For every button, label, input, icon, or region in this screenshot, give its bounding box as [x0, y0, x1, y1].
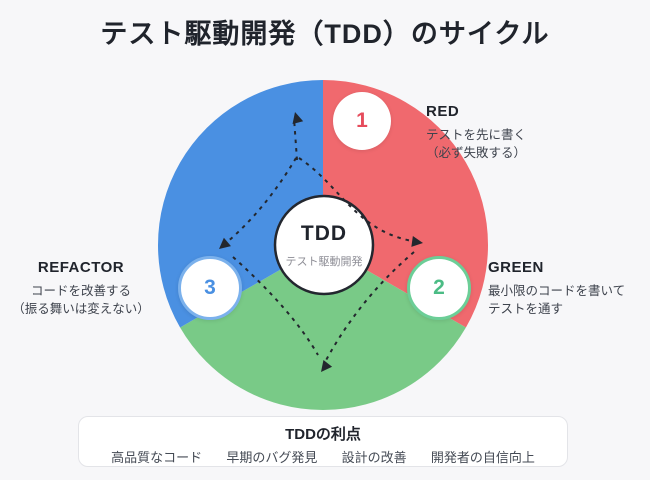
phase-desc-refactor-line2: （振る舞いは変えない）	[12, 302, 150, 316]
step-circle-2: 2	[407, 256, 471, 320]
phase-name-green: GREEN	[488, 259, 544, 276]
arrowhead-right-icon	[411, 236, 423, 247]
benefits-card: TDDの利点 高品質なコード 早期のバグ発見 設計の改善 開発者の自信向上	[78, 416, 568, 467]
arrowhead-top-icon	[292, 112, 304, 125]
arrow-path-green-down	[323, 251, 415, 365]
benefit-item-early-bugs: 早期のバグ発見	[226, 450, 318, 465]
phase-name-refactor: REFACTOR	[37, 259, 125, 276]
phase-desc-red-line1: テストを先に書く	[426, 128, 527, 142]
step-number-1: 1	[356, 109, 368, 132]
page-title: テスト駆動開発（TDD）のサイクル	[100, 19, 550, 49]
benefits-items: 高品質なコード 早期のバグ発見 設計の改善 開発者の自信向上	[79, 447, 567, 466]
phase-desc-red-line2: （必ず失敗する）	[426, 146, 527, 160]
phase-desc-refactor: コードを改善する （振る舞いは変えない）	[10, 282, 152, 318]
sector-green	[180, 245, 466, 411]
arrowhead-left-icon	[219, 237, 231, 249]
phase-label-refactor: REFACTOR コードを改善する （振る舞いは変えない）	[10, 259, 152, 318]
arrowhead-bottom-icon	[321, 359, 333, 372]
benefit-item-quality: 高品質なコード	[111, 450, 203, 465]
phase-name-red: RED	[426, 103, 460, 120]
arrow-path-to-green	[298, 157, 413, 242]
phase-label-red: RED テストを先に書く （必ず失敗する）	[426, 103, 526, 162]
phase-desc-green-line1: 最小限のコードを書いて	[488, 284, 626, 298]
arrow-path-refactor-down	[232, 256, 319, 356]
cycle-arrowheads	[219, 112, 423, 372]
step-circle-1: 1	[333, 92, 391, 150]
phase-desc-refactor-line1: コードを改善する	[30, 284, 131, 298]
step-circle-3: 3	[178, 256, 242, 320]
benefit-item-confidence: 開発者の自信向上	[430, 450, 535, 465]
benefits-title: TDDの利点	[285, 426, 361, 443]
phase-desc-green: 最小限のコードを書いて テストを通す	[488, 282, 625, 318]
step-number-3: 3	[204, 276, 216, 299]
step-number-2: 2	[433, 276, 445, 299]
phase-label-green: GREEN 最小限のコードを書いて テストを通す	[488, 259, 625, 318]
arrow-path-top-stub	[293, 117, 298, 161]
phase-desc-green-line2: テストを通す	[488, 302, 564, 316]
center-circle	[273, 194, 375, 296]
cycle-arrows	[225, 117, 415, 365]
benefit-item-design: 設計の改善	[341, 450, 407, 465]
phase-desc-red: テストを先に書く （必ず失敗する）	[426, 126, 526, 162]
